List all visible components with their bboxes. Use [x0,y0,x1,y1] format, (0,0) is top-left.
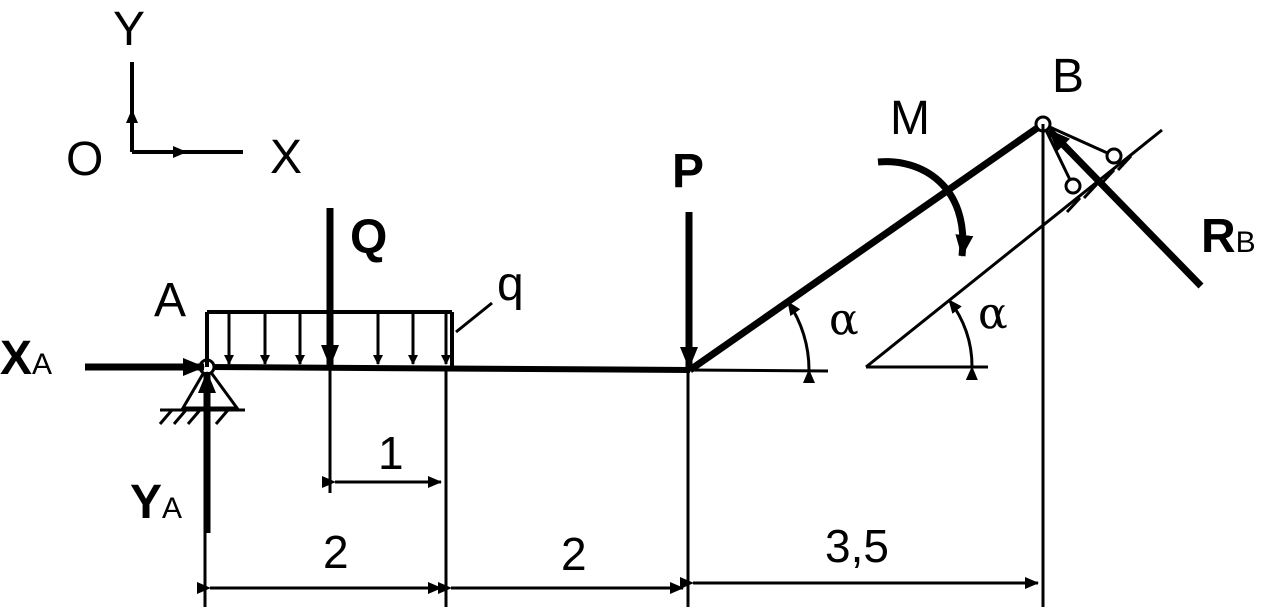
x-axis-label: X [270,131,302,184]
force-p-label: P [672,145,704,198]
horizontal-beam [206,364,691,373]
inclined-beam [687,121,1046,373]
reaction-xa-label: XA [0,332,52,385]
reaction-rb-arrow [1046,127,1204,289]
support-b-hatch-4 [1116,154,1133,172]
reaction-rb: RB [1046,127,1256,289]
dim-label-1: 1 [378,427,404,479]
alpha-label-joint: α [829,294,859,345]
support-a-hatch-3 [186,409,202,425]
alpha-label-auxiliary: α [978,288,1008,339]
dim-label-35: 3,5 [825,520,889,572]
reaction-ya-label: YA [130,476,182,529]
dim-label-2b: 2 [561,528,587,580]
roller-b-2 [1105,147,1123,165]
support-b-hatch-2 [1082,182,1099,200]
support-a-hatch-1 [158,409,174,425]
joint-reference-line [689,368,829,373]
coordinate-axes: Y X O [66,3,302,186]
reaction-ya: YA [130,371,216,533]
point-a-label: A [154,274,186,327]
support-b-link-2 [1042,122,1115,158]
roller-b-1 [1064,177,1082,195]
support-b-link-1 [1041,123,1075,187]
point-b-label: B [1052,50,1084,103]
dimensions: 1 2 2 3,5 [197,367,1039,607]
auxiliary-angle-arc [947,299,978,381]
moment-m: M [877,92,974,257]
moment-arrow [877,158,974,257]
support-b-hatch-1 [1065,196,1082,214]
reaction-rb-label: RB [1201,210,1256,263]
joint-angle-arc [786,301,815,384]
force-q-label: Q [350,211,387,264]
y-axis-label: Y [113,3,145,56]
q-leader-line [455,301,493,334]
force-p: P [672,145,704,369]
angle-at-joint: α [689,294,859,384]
support-a-hatch-4 [214,409,230,425]
origin-label: O [66,133,103,186]
distributed-load: q [205,258,524,367]
force-q: Q [321,208,387,367]
dim-label-2a: 2 [323,526,349,578]
q-load-label: q [497,258,524,311]
moment-label: M [890,92,930,145]
reaction-xa: XA [0,332,205,385]
support-a-hatch-2 [172,409,188,425]
